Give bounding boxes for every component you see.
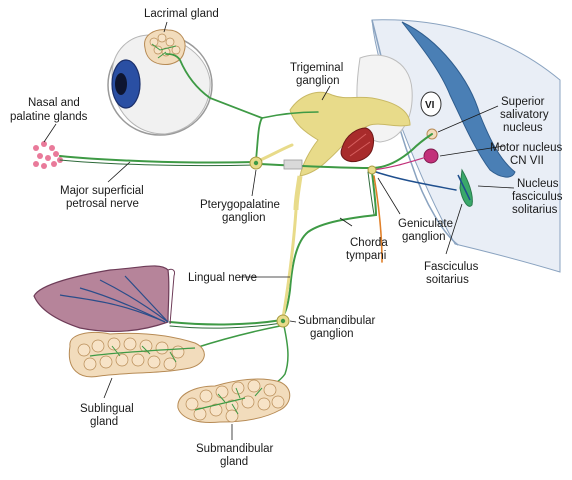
cn-vi-label: VI	[425, 100, 435, 111]
lacrimal-nerve	[165, 53, 264, 161]
label-trigeminal-ganglion-2: ganglion	[296, 75, 339, 87]
sublingual-gland	[68, 332, 205, 378]
label-superior-salivatory-2: salivatory	[500, 109, 549, 121]
label-geniculate-2: ganglion	[402, 231, 445, 243]
label-submandibular-ganglion-1: Submandibular	[298, 315, 376, 327]
label-nucleus-fasciculus-2: fasciculus	[512, 191, 563, 203]
geniculate-ganglion-marker	[367, 165, 377, 175]
label-sublingual-gland-1: Sublingual	[80, 403, 134, 415]
nerve-pathways	[59, 53, 457, 399]
label-fasciculus-soitarius-1: Fasciculus	[424, 261, 479, 273]
orange-nerve	[373, 175, 383, 263]
label-nasal-palatine-1: Nasal and	[28, 97, 80, 109]
label-major-petrosal-1: Major superficial	[60, 185, 144, 197]
lingual-nerve	[169, 319, 283, 326]
labels: Lacrimal gland Trigeminal ganglion Nasal…	[10, 8, 563, 468]
submandibular-gland	[177, 378, 291, 423]
label-fasciculus-soitarius-2: soitarius	[426, 274, 469, 286]
cn-vi-nucleus	[420, 91, 442, 117]
label-submandibular-gland-2: gland	[220, 456, 248, 468]
leader-lines	[43, 21, 515, 440]
label-sublingual-gland-2: gland	[90, 416, 118, 428]
label-pterygopalatine-1: Pterygopalatine	[200, 199, 280, 211]
label-lingual-nerve: Lingual nerve	[188, 272, 257, 284]
fourth-ventricle	[401, 21, 516, 178]
label-chorda-tympani-2: tympani	[346, 250, 386, 262]
label-superior-salivatory-1: Superior	[501, 96, 545, 108]
label-nucleus-fasciculus-1: Nucleus	[517, 178, 559, 190]
label-submandibular-gland-1: Submandibular	[196, 443, 274, 455]
label-trigeminal-ganglion-1: Trigeminal	[290, 62, 343, 74]
fasciculus-solitarius-tract	[375, 171, 457, 191]
label-motor-nucleus-2: CN VII	[510, 155, 544, 167]
label-nucleus-fasciculus-3: solitarius	[512, 204, 558, 216]
tongue	[33, 265, 175, 332]
label-lacrimal-gland: Lacrimal gland	[144, 8, 219, 20]
label-motor-nucleus-1: Motor nucleus	[490, 142, 562, 154]
label-geniculate-1: Geniculate	[398, 218, 453, 230]
chorda-tympani	[281, 171, 378, 319]
motor-nucleus-marker	[423, 148, 439, 164]
eye	[107, 34, 213, 136]
label-superior-salivatory-3: nucleus	[503, 122, 543, 134]
label-pterygopalatine-2: ganglion	[222, 212, 265, 224]
nasal-palatine-glands	[33, 141, 63, 169]
stapedius-muscle	[340, 127, 375, 163]
brainstem-nuclei: VI	[420, 91, 473, 207]
major-superficial-petrosal-nerve	[59, 155, 257, 164]
label-chorda-tympani-1: Chorda	[350, 237, 388, 249]
nerve-to-salivatory-nucleus	[259, 133, 433, 170]
label-submandibular-ganglion-2: ganglion	[310, 328, 353, 340]
pupil	[115, 73, 127, 95]
label-major-petrosal-2: petrosal nerve	[66, 198, 139, 210]
label-nasal-palatine-2: palatine glands	[10, 111, 88, 123]
